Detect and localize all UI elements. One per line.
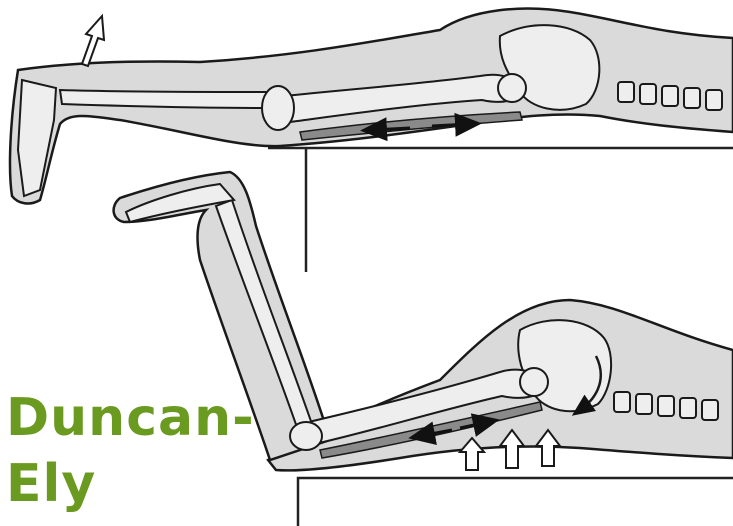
caption-line-1: Duncan- [6,392,255,444]
foot-bones [18,80,56,196]
top-panel-leg-extended [10,9,733,272]
table-bottom [298,478,733,526]
bottom-panel-knee-flexed [114,172,733,526]
lift-arrow [82,16,104,66]
table-top [268,148,733,272]
tibia-bone [60,90,272,108]
caption-line-2: Ely [6,458,96,510]
